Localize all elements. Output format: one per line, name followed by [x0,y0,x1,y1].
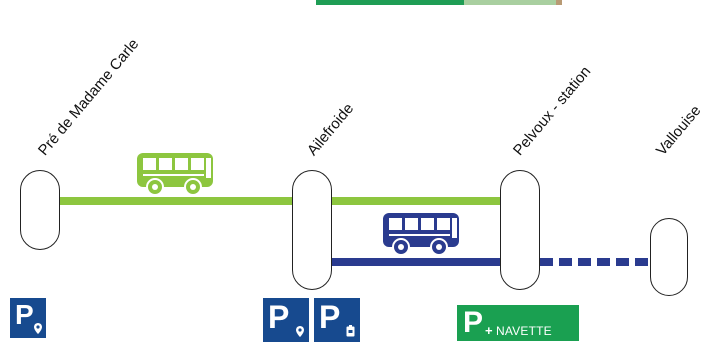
navette-label: NAVETTE [496,324,552,338]
parking-sign: P [10,298,46,338]
parking-pin-icon [34,323,42,334]
parking-letter: P [15,299,34,330]
station-vallouise [650,218,688,296]
green-bus-icon [137,153,213,196]
parking-sign: P [263,298,309,342]
blue-dashed-route-line [540,258,652,266]
blue-bus-icon [383,213,459,256]
parking-navette-sign: P + NAVETTE [457,305,579,341]
parking-letter: P [268,299,290,335]
station-label: Vallouise [652,102,705,159]
parking-pin-icon [296,326,304,337]
station-label: Pelvoux - station [509,63,595,159]
station-label: Ailefroide [303,100,358,159]
top-banner-edge [556,0,562,5]
green-route-line [60,197,502,205]
parking-sign: P [314,298,360,342]
station-ailefroide [292,170,332,290]
parking-charging-icon [346,325,355,337]
station-pelvoux [500,170,540,290]
navette-letter: P [463,306,484,339]
navette-plus: + [485,323,493,338]
top-banner-green [316,0,464,5]
blue-route-line [332,258,502,266]
top-banner-light [464,0,556,5]
station-label: Pré de Madame Carle [34,35,143,159]
parking-letter: P [319,299,341,335]
station-pre-de-madame-carle [20,170,60,250]
